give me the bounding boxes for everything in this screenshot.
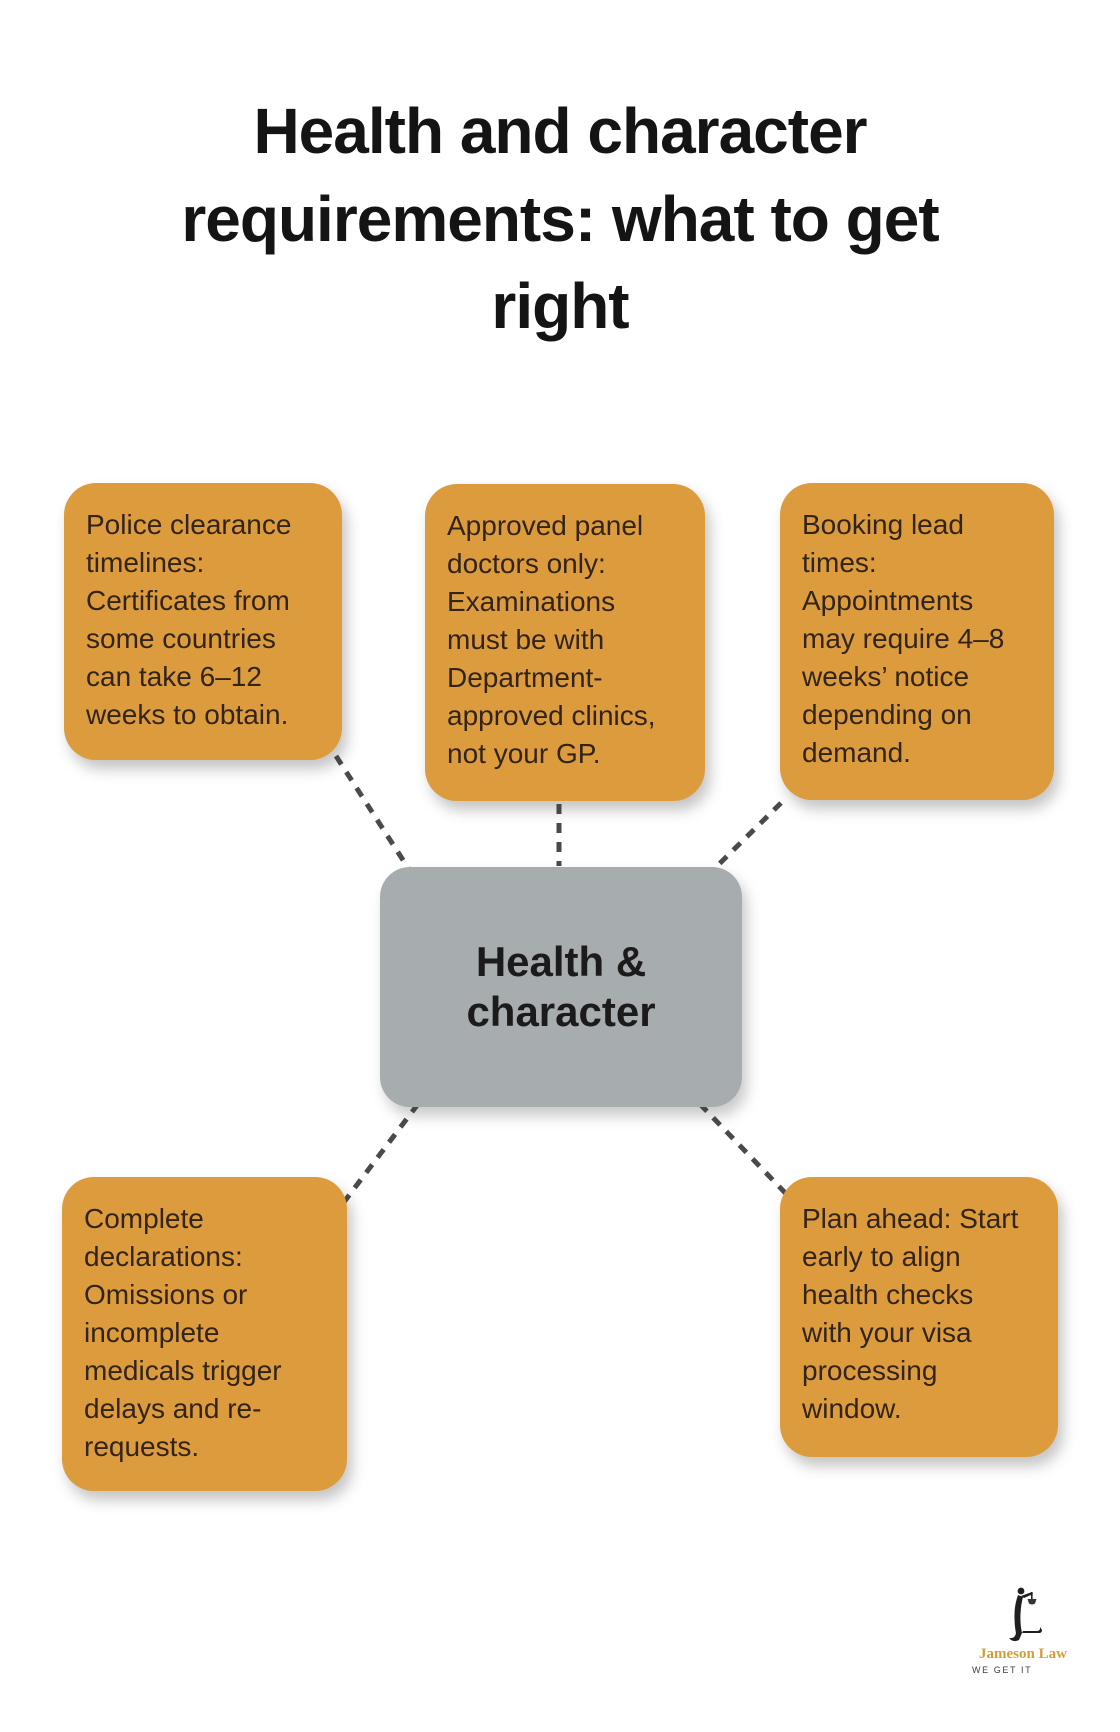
node-plan-ahead: Plan ahead: Start early to align health … [780, 1177, 1058, 1457]
node-booking-lead-times: Booking lead times: Appointments may req… [780, 483, 1054, 800]
node-complete-declarations: Complete declarations: Omissions or inco… [62, 1177, 347, 1491]
jameson-law-logo: Jameson Law WE GET IT [968, 1586, 1078, 1675]
node-approved-panel-doctors: Approved panel doctors only: Examination… [425, 484, 705, 801]
node-police-clearance-timelines: Police clearance timelines: Certificates… [64, 483, 342, 760]
center-node-label: Health & character [466, 937, 656, 1035]
logo-tagline: WE GET IT [972, 1665, 1033, 1675]
lady-justice-icon [1009, 1587, 1042, 1642]
center-node-health-character: Health & character [380, 867, 742, 1107]
connector-bottom-right [698, 1102, 794, 1202]
connector-bottom-left [342, 1102, 420, 1204]
connector-top-left [333, 754, 415, 876]
logo-name: Jameson Law [979, 1646, 1067, 1662]
connector-top-right [709, 801, 783, 874]
page-title: Health and character requirements: what … [181, 95, 939, 343]
